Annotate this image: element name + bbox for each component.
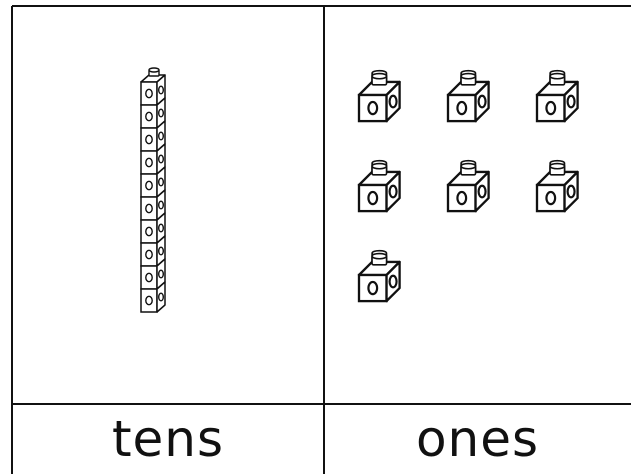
tens-column bbox=[141, 68, 165, 312]
unit-cube-icon bbox=[537, 71, 578, 121]
unit-cube-icon bbox=[537, 161, 578, 211]
ten-rod-icon bbox=[141, 68, 165, 312]
ones-label: ones bbox=[324, 404, 631, 474]
unit-cube-icon bbox=[359, 71, 400, 121]
unit-cube-icon bbox=[448, 71, 489, 121]
unit-cube-icon bbox=[359, 251, 400, 301]
tens-label: tens bbox=[12, 404, 324, 474]
unit-cube-icon bbox=[359, 161, 400, 211]
ones-column bbox=[359, 71, 578, 301]
unit-cube-icon bbox=[448, 161, 489, 211]
